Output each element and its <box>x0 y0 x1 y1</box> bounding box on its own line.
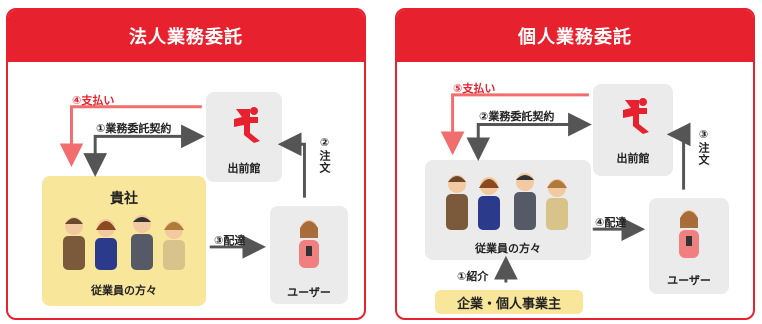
staff-illustration <box>446 173 568 230</box>
brand-box <box>206 92 282 182</box>
payment-arrow <box>59 105 202 167</box>
order-arrow <box>666 122 691 190</box>
corporate-panel-title: 法人業務委託 <box>8 10 364 62</box>
individual-panel: 個人業務委託 出前館 従業員の方々 ユーザー 企業・個人 <box>395 8 755 320</box>
brand-label: 出前館 <box>227 162 261 175</box>
staff-person-4 <box>546 179 568 230</box>
order-arrow <box>277 132 306 198</box>
payment-label: ⑤支払い <box>453 82 496 95</box>
user-icon <box>679 210 699 258</box>
staff-person-3 <box>131 215 153 270</box>
staff-person-1 <box>446 175 468 230</box>
staff-label: 従業員の方々 <box>475 242 541 255</box>
delivery-label: ④配達 <box>595 216 627 229</box>
flow-arrows <box>440 93 691 283</box>
demaekan-logo-icon <box>234 107 260 143</box>
staff-person-4 <box>163 221 185 270</box>
staff-label: 従業員の方々 <box>91 284 157 297</box>
payment-arrow <box>440 93 589 156</box>
flow-arrows <box>59 105 306 259</box>
staff-person-3 <box>514 173 536 230</box>
staff-illustration <box>63 215 185 270</box>
intro-label: ①紹介 <box>457 270 489 283</box>
corporate-panel: 法人業務委託 出前館 貴社 従業員の方々 ユーザー <box>6 8 366 320</box>
demaekan-logo-icon <box>623 98 649 134</box>
individual-panel-title: 個人業務委託 <box>397 10 753 62</box>
delivery-label: ③配達 <box>214 234 246 247</box>
staff-person-2 <box>478 177 500 230</box>
contract-arrow <box>93 124 205 164</box>
staff-person-1 <box>63 217 85 270</box>
user-icon <box>299 220 319 268</box>
company-title: 貴社 <box>110 191 138 207</box>
brand-label: 出前館 <box>616 152 650 165</box>
contract-arrow <box>476 112 592 151</box>
brand-box <box>593 84 673 176</box>
order-label: ③注文 <box>697 128 710 166</box>
payment-label: ④支払い <box>72 94 115 107</box>
user-label: ユーザー <box>667 274 711 287</box>
staff-person-2 <box>95 219 117 270</box>
contract-label: ①業務委託契約 <box>96 122 172 135</box>
owner-pill: 企業・個人事業主 <box>435 290 583 314</box>
order-label: ②注文 <box>318 136 331 174</box>
user-label: ユーザー <box>287 286 331 299</box>
contract-label: ②業務委託契約 <box>479 110 555 123</box>
